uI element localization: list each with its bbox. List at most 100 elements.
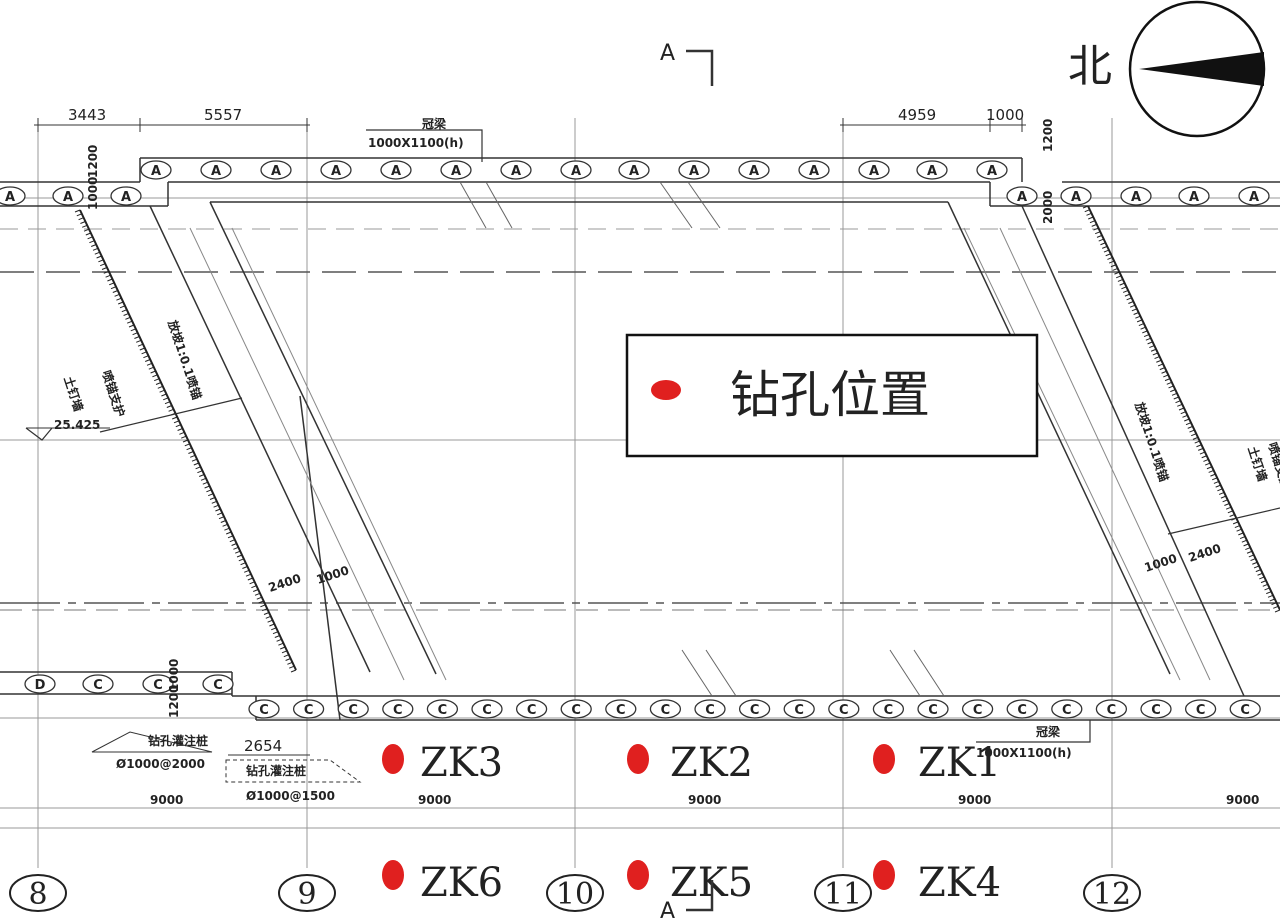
pile-label: A xyxy=(391,164,401,179)
pile-circle xyxy=(618,160,650,180)
pile-marker: C xyxy=(337,699,369,719)
hatch-tick xyxy=(1273,605,1279,609)
pile-circle xyxy=(1238,186,1270,206)
excavation-outline xyxy=(0,129,1280,783)
hatch-tick xyxy=(1257,572,1263,576)
hatch-tick xyxy=(202,481,208,485)
pile-label: A xyxy=(1131,190,1141,205)
borehole-dot xyxy=(873,860,895,890)
hatch-tick xyxy=(1213,480,1220,484)
borehole-zk2[interactable]: ZK2 xyxy=(627,740,753,786)
axis-bubble-12: 12 xyxy=(1083,874,1141,912)
hatch-tick xyxy=(103,270,109,274)
hatch-tick xyxy=(101,267,108,270)
note-pile-mid-type: 钻孔灌注桩 xyxy=(246,763,306,778)
axis-bubble-8: 8 xyxy=(9,874,67,912)
pile-circle xyxy=(738,699,771,719)
note-pile-left-type: 钻孔灌注桩 xyxy=(148,733,208,748)
pile-marker: C xyxy=(1095,699,1128,719)
axis-circle xyxy=(278,874,336,912)
pile-label: A xyxy=(689,164,699,179)
hatch-tick xyxy=(1192,436,1199,440)
pile-marker: C xyxy=(560,699,592,719)
hatch-tick xyxy=(1119,282,1125,286)
hatch-tick xyxy=(227,535,234,539)
hatch-tick xyxy=(1208,469,1214,473)
section-marker-label: A xyxy=(660,41,675,66)
pile-marker: A xyxy=(916,160,948,180)
pile-label: C xyxy=(348,703,358,718)
hatch-tick xyxy=(1271,602,1277,606)
hatch-tick xyxy=(184,443,190,447)
hatch-tick xyxy=(256,596,262,600)
pile-label: A xyxy=(511,164,521,179)
pile-label: A xyxy=(1017,190,1027,205)
hatch-tick xyxy=(1194,440,1200,444)
axis-label: 11 xyxy=(824,877,862,912)
pile-circle xyxy=(872,699,905,719)
borehole-label: ZK6 xyxy=(420,860,503,906)
pile-circle xyxy=(292,699,325,719)
offset-line xyxy=(231,227,447,681)
pile-marker: A xyxy=(798,160,830,180)
hatch-tick xyxy=(1100,242,1106,246)
hatch-tick xyxy=(112,290,118,293)
pile-label: C xyxy=(1240,703,1250,718)
pile-label: A xyxy=(749,164,759,179)
note-pile-left-size: Ø1000@2000 xyxy=(116,757,205,771)
hatch-tick xyxy=(154,378,160,382)
pile-circle xyxy=(471,699,503,719)
leader-line xyxy=(1167,507,1280,535)
hatch-tick xyxy=(267,619,273,623)
note-elevation: 25.425 xyxy=(54,418,100,432)
hatch-tick xyxy=(92,247,99,251)
hatch-tick xyxy=(220,520,226,523)
hatch-tick xyxy=(1098,238,1104,242)
grid-lines xyxy=(0,118,1280,868)
hatch-tick xyxy=(1227,510,1234,514)
borehole-zk4[interactable]: ZK4 xyxy=(873,860,1001,906)
pile-marker: A xyxy=(1006,186,1038,206)
pile-circle xyxy=(976,160,1008,180)
pile-label: C xyxy=(1062,703,1072,718)
hatch-tick xyxy=(1086,212,1092,216)
hatch-tick xyxy=(1260,580,1267,584)
hatch-tick xyxy=(1215,484,1221,488)
note-side-right-2: 喷锚支护 xyxy=(1265,440,1280,490)
pile-marker: C xyxy=(917,699,949,719)
hatch-tick xyxy=(164,401,171,405)
hatch-tick xyxy=(1236,528,1242,532)
hatch-tick xyxy=(1252,561,1258,565)
borehole-zk5[interactable]: ZK5 xyxy=(627,860,753,906)
pile-marker: A xyxy=(140,160,172,180)
pile-circle xyxy=(649,699,682,719)
hatch-tick xyxy=(1238,532,1244,536)
hatch-tick xyxy=(1147,341,1153,345)
hatch-tick xyxy=(1110,264,1117,268)
borehole-zk1[interactable]: ZK1 xyxy=(873,740,1001,786)
hatch-tick xyxy=(1157,363,1164,367)
borehole-zk6[interactable]: ZK6 xyxy=(382,860,503,906)
hatch-tick xyxy=(276,638,282,642)
hatch-tick xyxy=(1082,205,1089,209)
hatch-tick xyxy=(1187,425,1193,429)
note-bottom-beam-size: 1000X1100(h) xyxy=(976,746,1072,760)
borehole-dot xyxy=(873,744,895,774)
pile-label: C xyxy=(973,703,983,718)
pile-circle xyxy=(783,699,815,719)
pile-note-leader xyxy=(225,759,362,783)
hatch-tick xyxy=(1246,550,1253,554)
hatch-tick xyxy=(146,362,153,366)
axis-circle xyxy=(546,874,604,912)
dim-bottom-left: 2654 xyxy=(244,737,282,755)
hatch-tick xyxy=(145,359,151,362)
hatch-tick xyxy=(1225,506,1232,510)
pile-circle xyxy=(140,160,172,180)
axis-label: 8 xyxy=(28,877,47,912)
pile-label: A xyxy=(63,190,73,205)
hatch-tick xyxy=(100,263,106,267)
pile-circle xyxy=(828,699,860,719)
pile-marker: A xyxy=(738,160,770,180)
borehole-zk3[interactable]: ZK3 xyxy=(382,740,503,786)
hatch-tick xyxy=(157,385,163,389)
